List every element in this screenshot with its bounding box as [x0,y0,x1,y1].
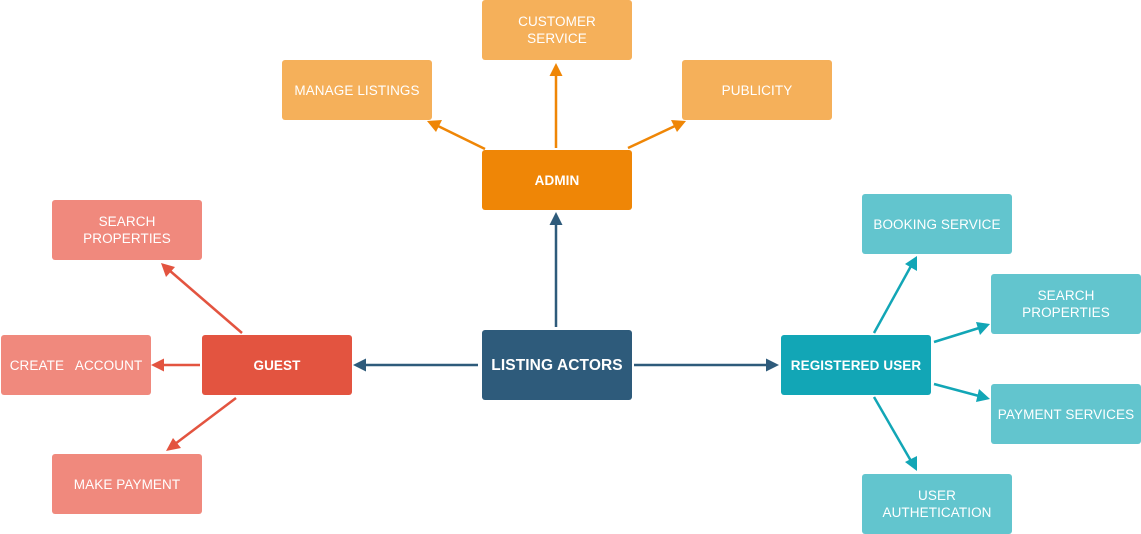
guest-node: GUEST [202,335,352,395]
connector-admin-customer-service [549,63,563,148]
connector-registered-user-authetication [872,396,917,471]
make-payment-node: MAKE PAYMENT [52,454,202,514]
publicity-node: PUBLICITY [682,60,832,120]
admin-node: ADMIN [482,150,632,210]
registered-search-properties-node: SEARCH PROPERTIES [991,274,1141,334]
create-account-node: CREATE ACCOUNT [1,335,151,395]
connector-guest-search-properties [161,263,243,334]
connector-registered-booking-service [872,256,917,334]
connector-center-admin [549,212,563,327]
connector-center-guest [353,358,478,372]
connector-admin-manage-listings [427,120,486,151]
connector-guest-create-account [151,358,200,372]
guest-search-properties-node: SEARCH PROPERTIES [52,200,202,260]
connector-admin-publicity [627,120,686,150]
customer-service-node: CUSTOMER SERVICE [482,0,632,60]
connector-guest-make-payment [166,397,237,451]
connector-registered-payment-services [933,382,990,402]
user-authetication-node: USER AUTHETICATION [862,474,1012,534]
connector-center-registered [634,358,779,372]
manage-listings-node: MANAGE LISTINGS [282,60,432,120]
booking-service-node: BOOKING SERVICE [862,194,1012,254]
listing-actors-node: LISTING ACTORS [482,330,632,400]
connector-registered-search-properties [933,322,990,344]
registered-user-node: REGISTERED USER [781,335,931,395]
payment-services-node: PAYMENT SERVICES [991,384,1141,444]
